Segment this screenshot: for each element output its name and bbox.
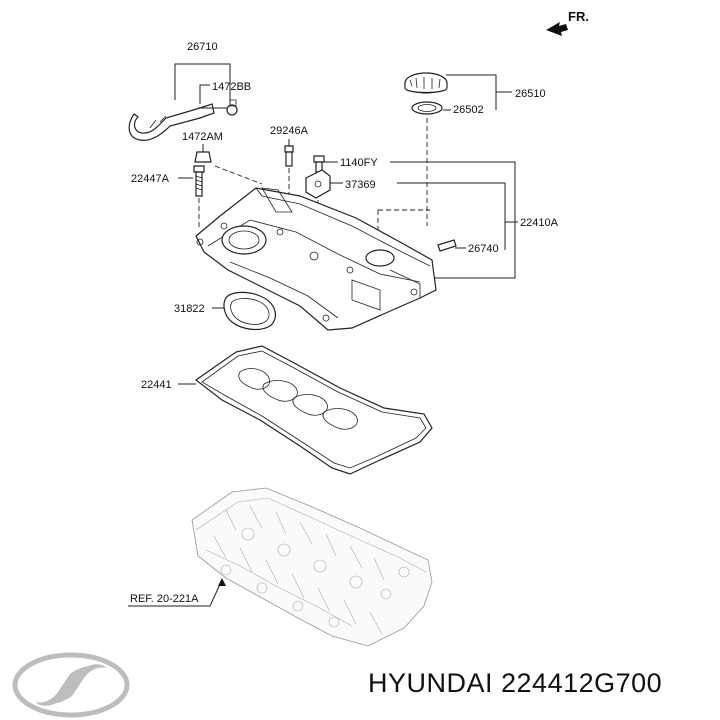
- callout-22447A: 22447A: [131, 173, 170, 185]
- callout-1472BB: 1472BB: [212, 81, 251, 93]
- bolt-22447A: [193, 165, 205, 197]
- callout-29246A: 29246A: [270, 125, 309, 137]
- hose-rib-lines: [149, 115, 167, 129]
- front-label: FR.: [568, 9, 589, 24]
- breather-hose: [128, 103, 215, 141]
- callout-22410A: 22410A: [520, 217, 559, 229]
- leader-1472BB: [199, 84, 210, 104]
- bolt-29246A: [284, 145, 294, 167]
- sensor-26740: [437, 239, 457, 252]
- callout-31822: 31822: [174, 303, 205, 315]
- front-arrow-icon: [546, 22, 568, 36]
- oil-filler-cap: [404, 72, 448, 94]
- leader-26510: [446, 74, 512, 110]
- hyundai-logo-icon: [12, 652, 130, 718]
- filler-cap-gasket: [411, 101, 443, 115]
- callout-26510: 26510: [515, 88, 546, 100]
- callout-1140FY: 1140FY: [340, 157, 378, 169]
- front-direction-indicator: FR.: [546, 9, 589, 36]
- leader-22410A-top: [390, 161, 516, 279]
- callout-26710: 26710: [187, 41, 218, 53]
- valve-cover-22410A: [195, 187, 437, 331]
- valve-cover-gasket-22441: [194, 345, 433, 475]
- callout-37369: 37369: [345, 179, 376, 191]
- callout-26502: 26502: [453, 104, 484, 116]
- brand-part-number: HYUNDAI 224412G700: [368, 668, 663, 698]
- dash-hose-to-cover: [214, 165, 263, 185]
- bolt-1140FY: [313, 155, 325, 173]
- gasket-31822: [223, 291, 277, 331]
- clamp-1472BB: [226, 99, 238, 116]
- callout-22441: 22441: [141, 379, 172, 391]
- clamp-1472AM: [194, 151, 212, 163]
- callout-ref: REF. 20-221A: [130, 593, 199, 605]
- cylinder-head-reference: [191, 487, 433, 647]
- leader-22410A-mid: [397, 182, 506, 250]
- arrow-ref-icon: [218, 578, 226, 586]
- callout-1472AM: 1472AM: [182, 131, 223, 143]
- callout-26740: 26740: [468, 243, 499, 255]
- leader-26710: [174, 63, 231, 104]
- bracket-37369: [305, 169, 331, 199]
- leader-ref: [128, 579, 223, 607]
